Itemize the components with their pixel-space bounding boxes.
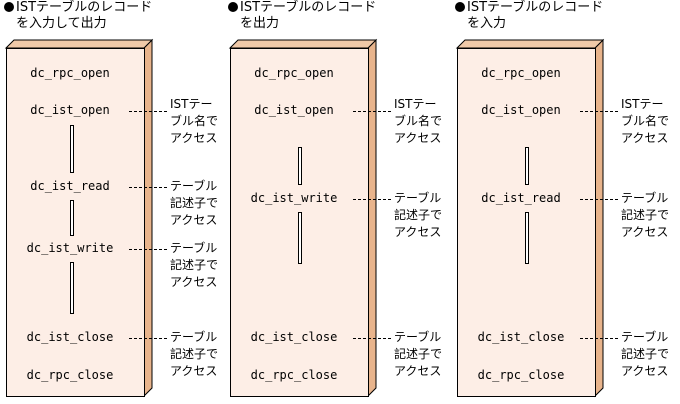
bullet-icon	[455, 2, 465, 12]
function-dc-ist-close: dc_ist_close	[477, 330, 565, 344]
connector-line	[129, 249, 167, 250]
processing-gap	[525, 212, 529, 264]
connector-line	[353, 338, 391, 339]
panel-heading: ISTテーブルのレコード を出力	[228, 0, 376, 32]
annotation-descriptor-access: テーブル 記述子で アクセス	[170, 330, 219, 378]
function-dc-rpc-close: dc_rpc_close	[250, 368, 338, 382]
panel-output: ISTテーブルのレコード を出力 dc_rpc_open dc_ist_open…	[228, 0, 453, 404]
processing-gap	[70, 262, 74, 314]
function-dc-rpc-close: dc_rpc_close	[477, 368, 565, 382]
processing-gap	[298, 212, 302, 264]
function-dc-rpc-open: dc_rpc_open	[481, 66, 561, 80]
box-depth	[455, 38, 605, 398]
heading-line-1: ISTテーブルのレコード	[467, 0, 604, 15]
panel-input: ISTテーブルのレコード を入力 dc_rpc_open dc_ist_open…	[455, 0, 680, 404]
annotation-table-name-access: ISTテー ブル名で アクセス	[621, 97, 670, 145]
function-dc-ist-open: dc_ist_open	[30, 103, 110, 117]
annotation-descriptor-access: テーブル 記述子で アクセス	[170, 241, 219, 289]
bullet-icon	[4, 2, 14, 12]
function-dc-ist-write: dc_ist_write	[250, 191, 338, 205]
connector-line	[580, 338, 618, 339]
annotation-descriptor-access: テーブル 記述子で アクセス	[170, 179, 219, 227]
connector-line	[129, 187, 167, 188]
processing-gap	[70, 200, 74, 236]
annotation-descriptor-access: テーブル 記述子で アクセス	[621, 191, 670, 239]
function-dc-ist-close: dc_ist_close	[250, 330, 338, 344]
panel-heading: ISTテーブルのレコード を入力	[455, 0, 603, 32]
heading-line-2: を入力して出力	[16, 16, 107, 31]
processing-gap	[70, 125, 74, 173]
function-dc-ist-close: dc_ist_close	[26, 330, 114, 344]
bullet-icon	[228, 2, 238, 12]
function-dc-rpc-open: dc_rpc_open	[30, 66, 110, 80]
function-dc-ist-open: dc_ist_open	[254, 103, 334, 117]
processing-gap	[298, 147, 302, 185]
function-dc-ist-open: dc_ist_open	[481, 103, 561, 117]
process-box	[6, 48, 145, 397]
annotation-descriptor-access: テーブル 記述子で アクセス	[621, 330, 670, 378]
connector-line	[129, 111, 167, 112]
heading-line-2: を出力	[240, 16, 280, 31]
connector-line	[580, 199, 618, 200]
connector-line	[353, 199, 391, 200]
box-depth	[228, 38, 378, 398]
function-dc-ist-write: dc_ist_write	[26, 241, 114, 255]
function-dc-ist-read: dc_ist_read	[481, 191, 561, 205]
function-dc-rpc-close: dc_rpc_close	[26, 368, 114, 382]
connector-line	[129, 338, 167, 339]
panel-input-output: ISTテーブルのレコード を入力して出力 dc_rpc_open dc_ist_…	[4, 0, 229, 404]
annotation-descriptor-access: テーブル 記述子で アクセス	[394, 191, 443, 239]
annotation-table-name-access: ISTテー ブル名で アクセス	[394, 97, 443, 145]
heading-line-2: を入力	[467, 16, 507, 31]
connector-line	[353, 111, 391, 112]
heading-line-1: ISTテーブルのレコード	[16, 0, 153, 15]
heading-line-1: ISTテーブルのレコード	[240, 0, 377, 15]
function-dc-ist-read: dc_ist_read	[30, 179, 110, 193]
annotation-descriptor-access: テーブル 記述子で アクセス	[394, 330, 443, 378]
function-dc-rpc-open: dc_rpc_open	[254, 66, 334, 80]
connector-line	[580, 111, 618, 112]
processing-gap	[525, 147, 529, 185]
panel-heading: ISTテーブルのレコード を入力して出力	[4, 0, 152, 32]
annotation-table-name-access: ISTテー ブル名で アクセス	[170, 97, 219, 145]
